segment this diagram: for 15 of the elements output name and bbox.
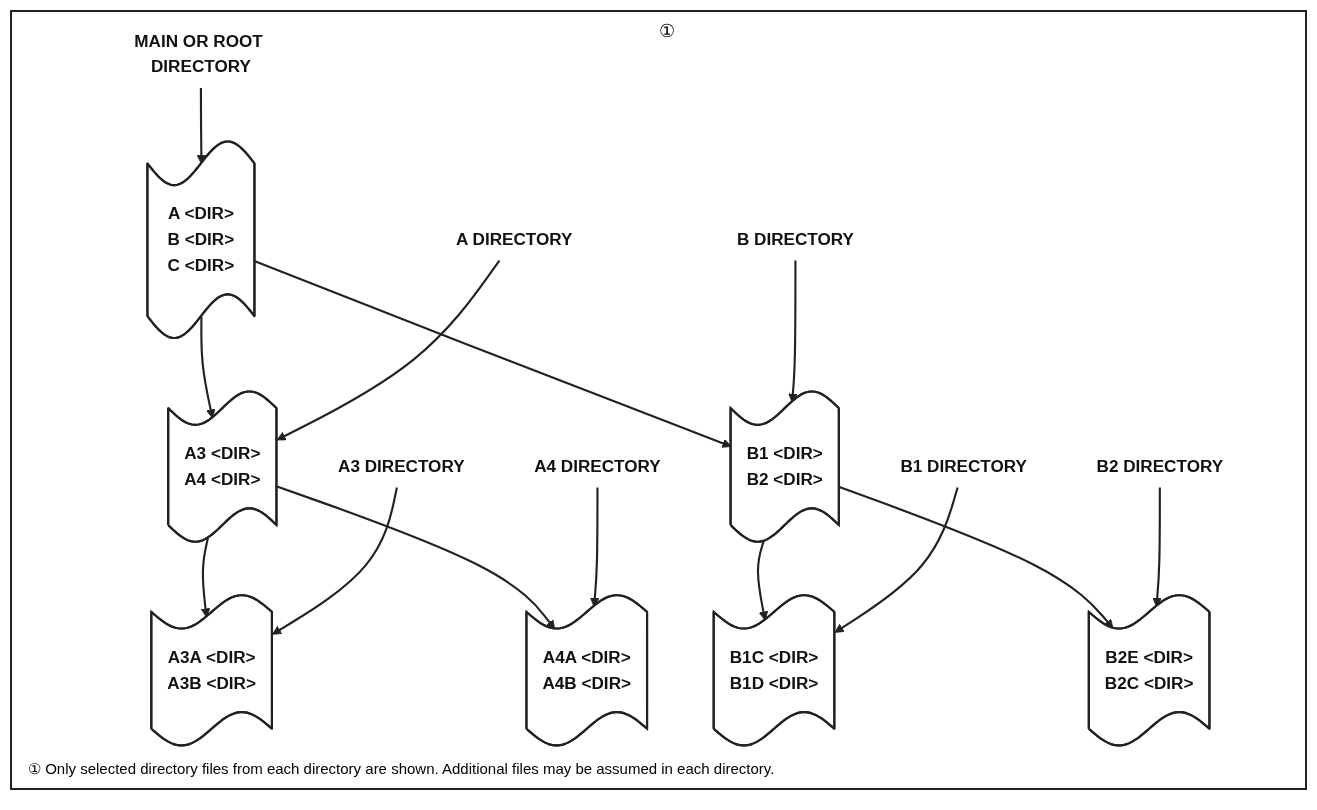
arrow: [272, 487, 398, 635]
node-text: A DIRECTORY: [456, 230, 573, 249]
node-text: B1 DIRECTORY: [900, 456, 1027, 476]
caption: ① Only selected directory files from each directory are shown. Additional files may be assumed in each directory.: [27, 759, 776, 779]
node-text: B DIRECTORY: [736, 230, 854, 249]
node-text: B2 DIRECTORY: [1096, 456, 1224, 476]
arrow: [276, 260, 501, 441]
arrow: [756, 541, 769, 621]
node-text: A3 DIRECTORY: [338, 456, 465, 476]
arrow: [788, 260, 798, 403]
node-text: A4 DIRECTORY: [534, 456, 661, 476]
footnote-mark: ①: [658, 21, 675, 41]
arrow: [834, 487, 959, 633]
arrow: [200, 538, 211, 618]
node-text: MAIN OR ROOT DIRECTORY: [134, 31, 263, 76]
